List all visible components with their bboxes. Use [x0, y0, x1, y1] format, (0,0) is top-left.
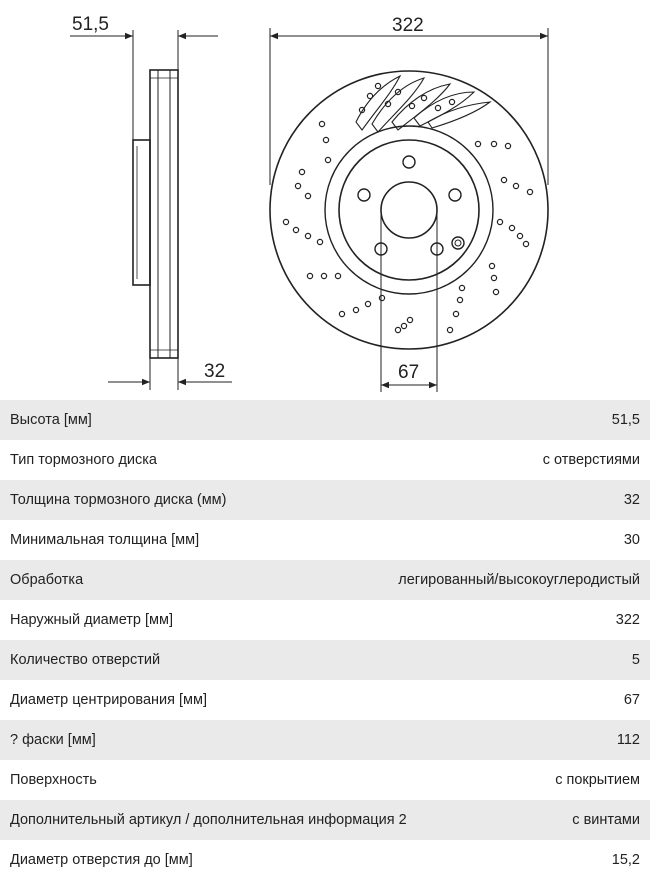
- spec-label: Высота [мм]: [10, 412, 92, 428]
- spec-row: ? фаски [мм] 112: [0, 720, 650, 760]
- spec-row: Дополнительный артикул / дополнительная …: [0, 800, 650, 840]
- spec-label: Поверхность: [10, 772, 97, 788]
- spec-label: Количество отверстий: [10, 652, 161, 668]
- spec-row: Поверхность с покрытием: [0, 760, 650, 800]
- drilled-holes: [282, 82, 534, 334]
- spec-row: Высота [мм] 51,5: [0, 400, 650, 440]
- spec-row: Минимальная толщина [мм] 30: [0, 520, 650, 560]
- spec-row: Диаметр отверстия до [мм] 15,2: [0, 840, 650, 880]
- dim-outer-diameter-label: 322: [392, 15, 424, 36]
- spec-value: с покрытием: [555, 772, 640, 788]
- spec-value: 30: [623, 532, 640, 548]
- spec-row: Обработка легированный/высокоуглеродистый: [0, 560, 650, 600]
- technical-drawing: 51,5 32: [0, 0, 650, 400]
- spec-label: Обработка: [10, 572, 84, 588]
- spec-value: с отверстиями: [542, 452, 640, 468]
- spec-table: Высота [мм] 51,5 Тип тормозного диска с от…: [0, 400, 650, 880]
- spec-label: Тип тормозного диска: [10, 452, 157, 468]
- spec-row: Тип тормозного диска с отверстиями: [0, 440, 650, 480]
- spec-label: Наружный диаметр [мм]: [10, 612, 174, 628]
- spec-label: Диаметр отверстия до [мм]: [10, 852, 193, 868]
- front-view: [269, 28, 549, 392]
- spec-value: 112: [616, 732, 640, 748]
- spec-value: с винтами: [572, 812, 640, 828]
- spec-row: Количество отверстий 5: [0, 640, 650, 680]
- spec-label: Дополнительный артикул / дополнительная …: [10, 812, 407, 828]
- spec-label: Минимальная толщина [мм]: [10, 532, 200, 548]
- spec-value: 51,5: [611, 412, 640, 428]
- spec-row: Диаметр центрирования [мм] 67: [0, 680, 650, 720]
- spec-label: Диаметр центрирования [мм]: [10, 692, 208, 708]
- spec-value: 5: [631, 652, 640, 668]
- spec-label: ? фаски [мм]: [10, 732, 96, 748]
- brake-disc-drawing: 51,5 32: [70, 14, 549, 392]
- spec-label: Толщина тормозного диска (мм): [10, 492, 227, 508]
- side-view: [70, 30, 232, 390]
- dim-centering-label: 67: [398, 362, 419, 383]
- spec-value: 32: [623, 492, 640, 508]
- dim-height-label: 51,5: [72, 14, 109, 35]
- spec-row: Толщина тормозного диска (мм) 32: [0, 480, 650, 520]
- spec-value: 322: [615, 612, 640, 628]
- spec-value: 67: [623, 692, 640, 708]
- dim-thickness-label: 32: [204, 361, 225, 382]
- spec-value: легированный/высокоуглеродистый: [398, 572, 640, 588]
- spec-value: 15,2: [611, 852, 640, 868]
- spec-row: Наружный диаметр [мм] 322: [0, 600, 650, 640]
